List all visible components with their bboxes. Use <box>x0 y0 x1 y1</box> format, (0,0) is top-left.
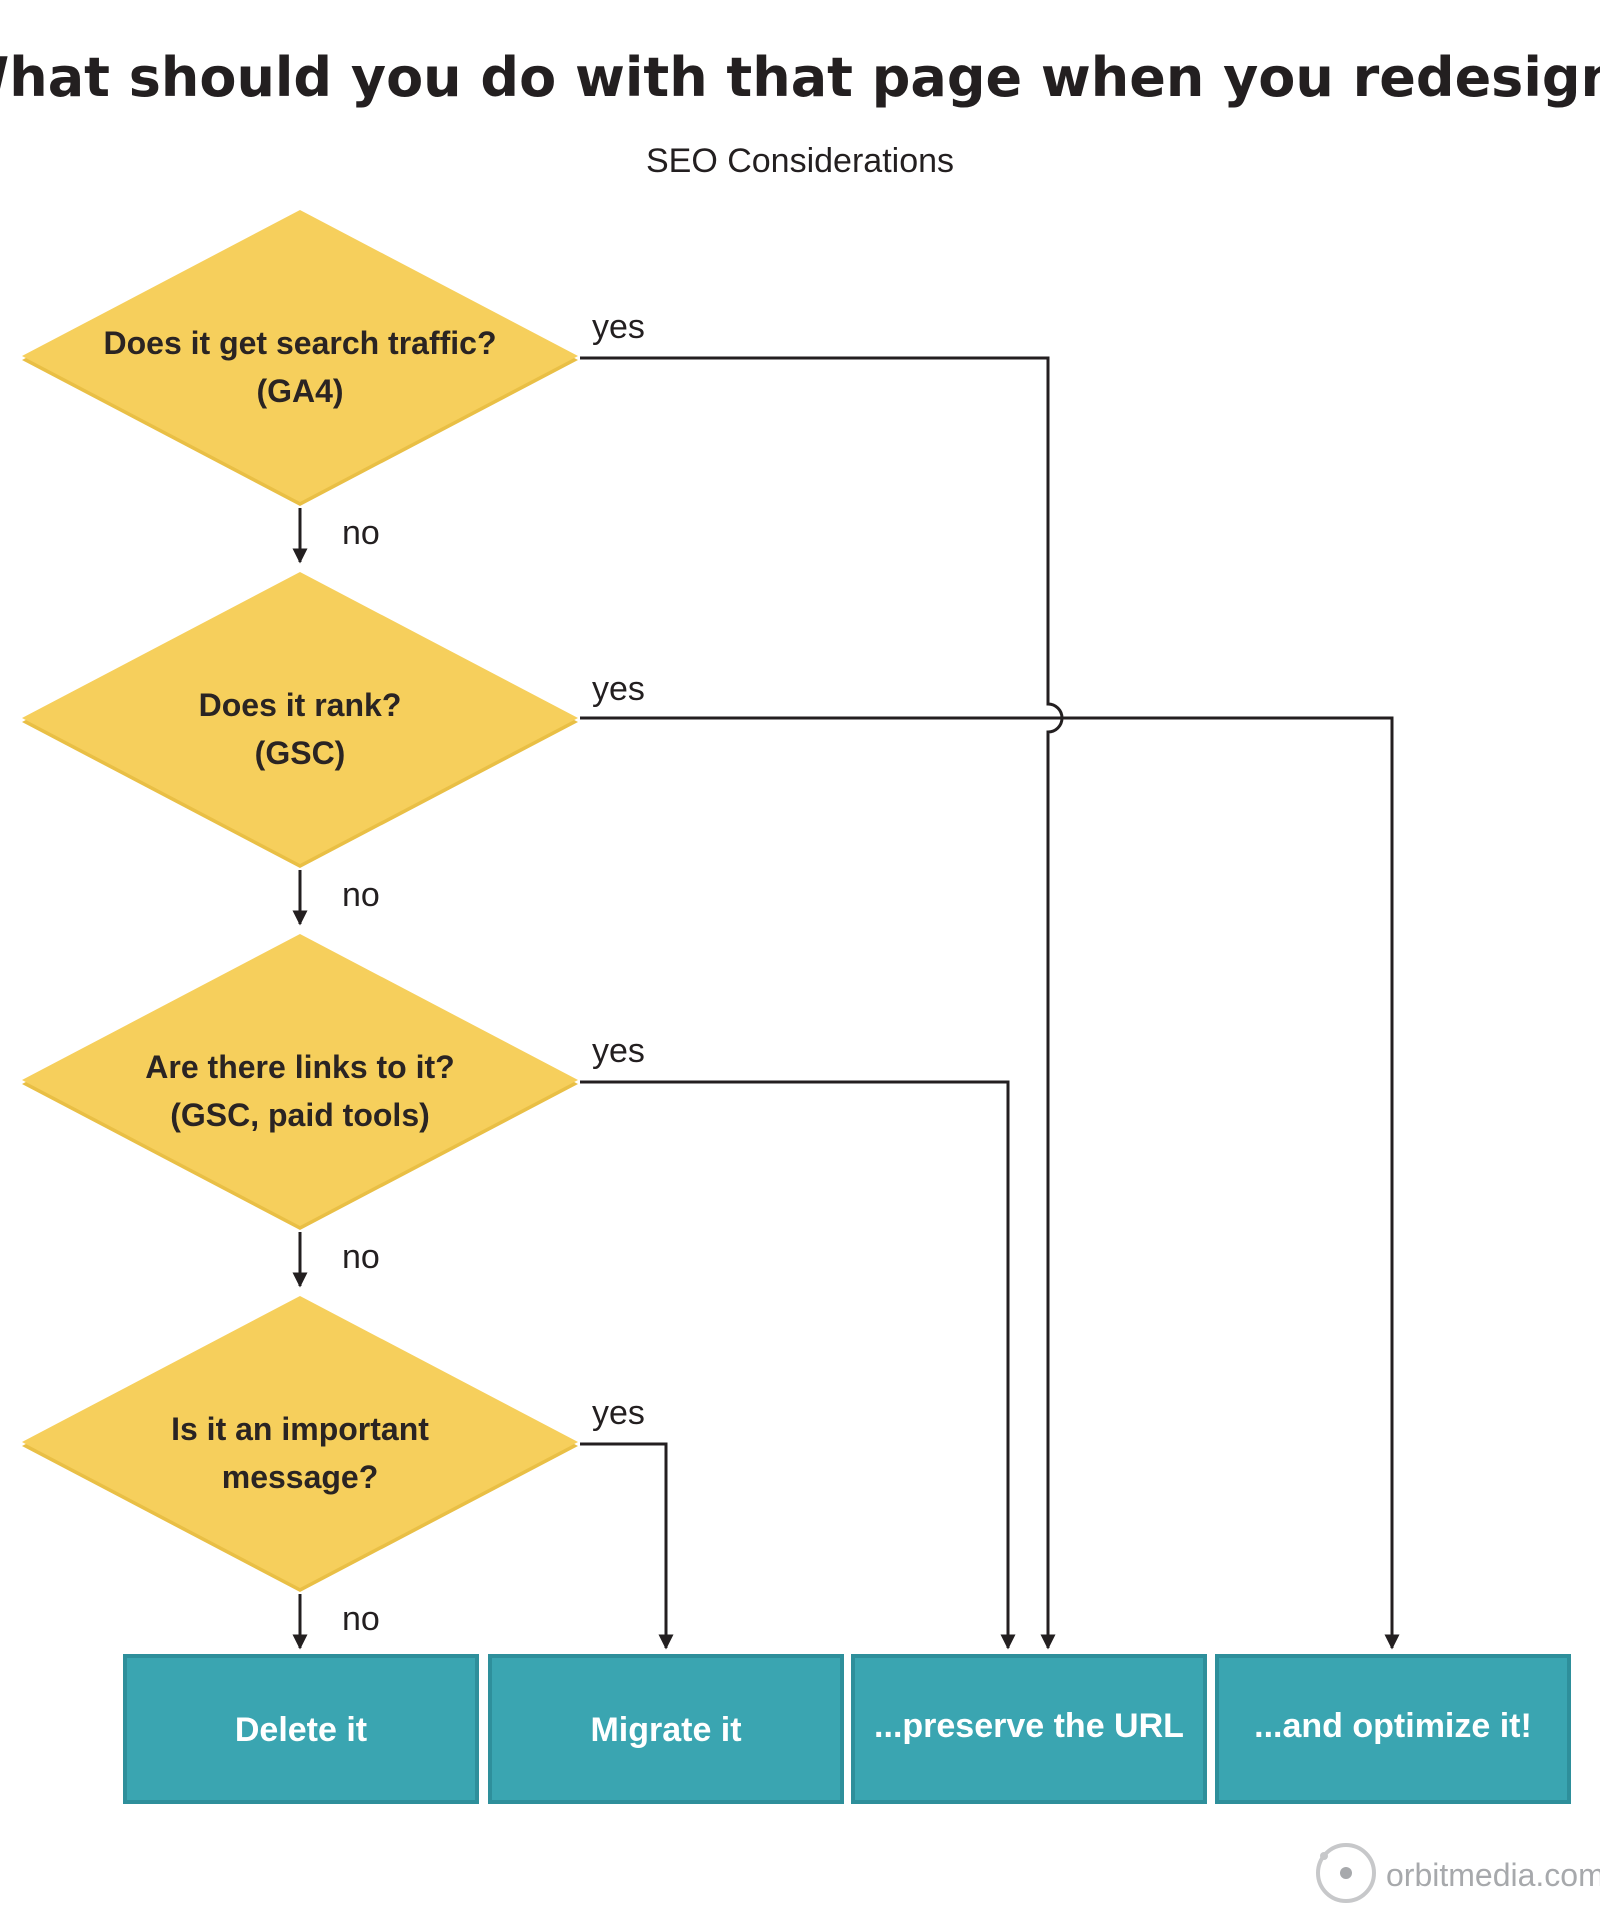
no-label-2: no <box>342 876 380 914</box>
outcome-migrate-label: Migrate it <box>590 1711 741 1749</box>
outcome-migrate: Migrate it <box>488 1654 844 1804</box>
yes-label-1: yes <box>592 308 645 346</box>
orbit-icon <box>1316 1843 1376 1903</box>
yes-path-rank <box>580 716 1400 1650</box>
outcome-delete-label: Delete it <box>235 1711 367 1749</box>
decision-links: Are there links to it? (GSC, paid tools) <box>22 934 578 1230</box>
yes-label-4: yes <box>592 1394 645 1432</box>
no-label-4: no <box>342 1600 380 1638</box>
no-label-1: no <box>342 514 380 552</box>
brand-logo: orbitmedia.com <box>1316 1843 1600 1903</box>
decision-rank-line1: Does it rank? <box>199 687 402 723</box>
decision-important-message-line2: message? <box>222 1459 379 1495</box>
orbit-dot-icon <box>1340 1867 1352 1879</box>
decision-rank: Does it rank? (GSC) <box>22 572 578 868</box>
yes-path-links <box>580 1080 1016 1650</box>
decision-search-traffic-line2: (GA4) <box>256 373 343 409</box>
decision-links-line1: Are there links to it? <box>145 1049 454 1085</box>
decision-important-message-line1: Is it an important <box>171 1411 429 1447</box>
outcome-optimize: ...and optimize it! <box>1215 1654 1571 1804</box>
outcome-preserve-url: ...preserve the URL <box>851 1654 1207 1804</box>
outcome-preserve-url-label: ...preserve the URL <box>874 1707 1184 1745</box>
yes-path-important-message <box>580 1442 674 1650</box>
yes-label-3: yes <box>592 1032 645 1070</box>
decision-search-traffic: Does it get search traffic? (GA4) <box>22 210 578 506</box>
yes-path-search-traffic <box>580 356 1064 1650</box>
decision-links-line2: (GSC, paid tools) <box>170 1097 430 1133</box>
no-label-3: no <box>342 1238 380 1276</box>
page-title: What should you do with that page when y… <box>0 46 1600 109</box>
brand-text: orbitmedia.com <box>1386 1857 1600 1893</box>
outcome-optimize-label: ...and optimize it! <box>1254 1707 1532 1745</box>
yes-label-2: yes <box>592 670 645 708</box>
decision-rank-line2: (GSC) <box>255 735 346 771</box>
orbit-satellite-icon <box>1320 1852 1328 1860</box>
page-subtitle: SEO Considerations <box>646 142 954 180</box>
decision-important-message: Is it an important message? <box>22 1296 578 1592</box>
outcome-delete: Delete it <box>123 1654 479 1804</box>
decision-search-traffic-line1: Does it get search traffic? <box>104 325 497 361</box>
